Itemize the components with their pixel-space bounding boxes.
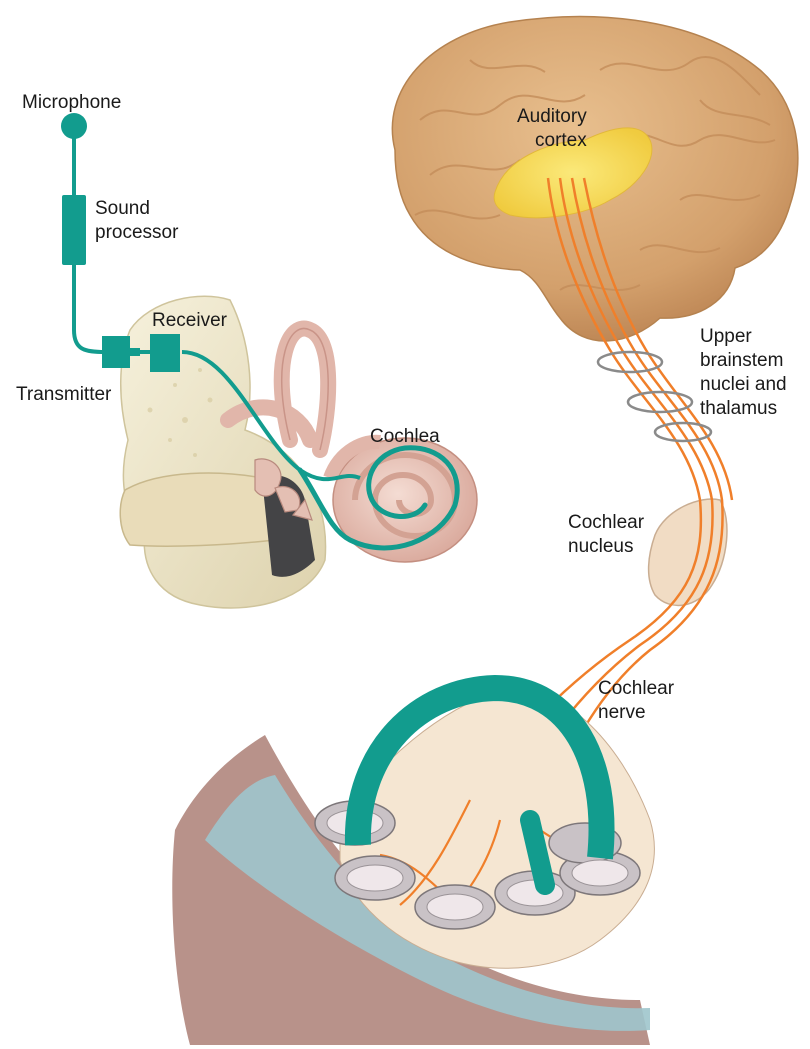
cochlear-nucleus-label-line1: Cochlear [568, 512, 645, 533]
upper-brainstem-label-line4: thalamus [700, 398, 777, 419]
receiver-icon [150, 334, 180, 372]
microphone-label: Microphone [22, 92, 121, 113]
microphone-icon [61, 113, 87, 139]
cochlear-nerve-label-line2: nerve [598, 702, 646, 723]
cochlea-label: Cochlea [370, 426, 440, 447]
ear-canal [120, 473, 275, 546]
upper-brainstem-label-line1: Upper [700, 326, 752, 347]
cochlear-nucleus-label-line2: nucleus [568, 536, 634, 557]
cochlear-nerve-label-line1: Cochlear [598, 678, 675, 699]
sound-processor-label-line1: Sound [95, 198, 150, 219]
transmitter-label: Transmitter [16, 384, 112, 405]
transmitter-icon [102, 336, 130, 368]
auditory-cortex-label-line1: Auditory [517, 106, 587, 127]
sound-processor-icon [62, 195, 86, 265]
auditory-cortex-label-line2: cortex [535, 130, 587, 151]
brain: Auditory cortex [392, 17, 797, 341]
cochlear-nucleus [649, 499, 727, 605]
sound-processor-label-line2: processor [95, 222, 179, 243]
receiver-label: Receiver [152, 310, 228, 331]
upper-brainstem-label-line2: brainstem [700, 350, 783, 371]
transmitter-connector [130, 348, 140, 356]
cochlea-cross-section [172, 688, 654, 1045]
upper-brainstem-label-line3: nuclei and [700, 374, 787, 395]
